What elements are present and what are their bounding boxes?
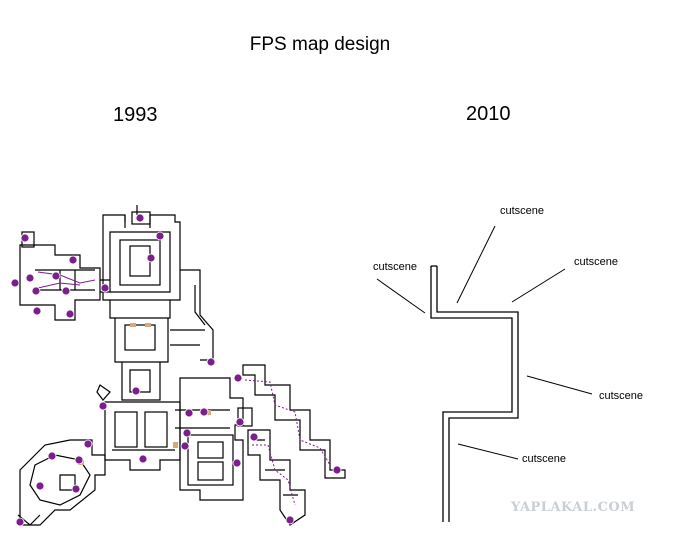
watermark: YAPLAKAL.COM xyxy=(511,500,636,515)
year-label-2010: 2010 xyxy=(466,103,511,125)
map-1993-details xyxy=(37,271,331,506)
map-1993 xyxy=(17,205,346,526)
map-markers xyxy=(10,213,342,527)
cutscene-label: cutscene xyxy=(574,256,619,268)
cutscene-label: cutscene xyxy=(500,205,545,217)
cutscene-label: cutscene xyxy=(599,390,644,402)
cutscene-pointers xyxy=(376,225,593,460)
map-2010 xyxy=(430,265,519,522)
cutscene-label: cutscene xyxy=(373,261,418,273)
page-title: FPS map design xyxy=(249,34,391,55)
cutscene-label: cutscene xyxy=(522,453,567,465)
year-label-1993: 1993 xyxy=(113,104,158,126)
